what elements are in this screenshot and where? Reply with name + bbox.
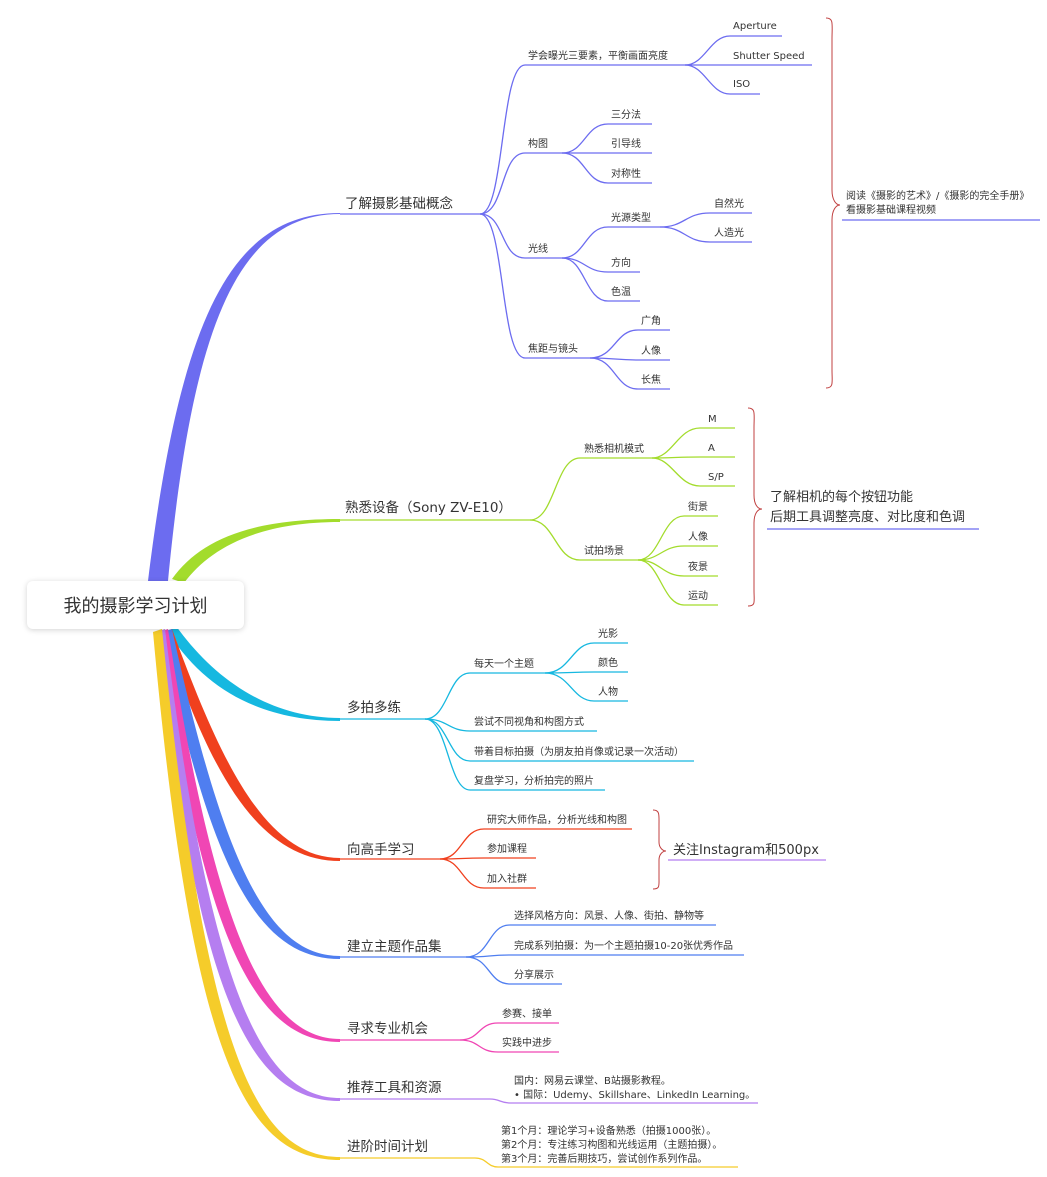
labels-tools: 推荐工具和资源 国内：网易云课堂、B站摄影教程。 • 国际：Udemy、Skil…	[347, 1074, 755, 1101]
node-timeline: 进阶时间计划	[347, 1139, 428, 1155]
node-leading-lines: 引导线	[611, 137, 641, 150]
node-exposure: 学会曝光三要素，平衡画面亮度	[528, 49, 668, 62]
node-light: 光线	[528, 242, 548, 255]
branch-curve-practice	[168, 626, 340, 721]
note-masters: 关注Instagram和500px	[673, 843, 819, 858]
branch-curve-portfolio	[162, 629, 340, 959]
branch-curve-timeline	[153, 629, 340, 1160]
node-theme-people: 人物	[598, 685, 618, 698]
branch-gear	[340, 427, 735, 606]
node-iso: ISO	[733, 79, 750, 90]
node-portfolio: 建立主题作品集	[347, 939, 442, 955]
node-practice: 多拍多练	[347, 699, 401, 716]
node-month-1: 第1个月：理论学习+设备熟悉（拍摄1000张）。	[501, 1124, 716, 1137]
node-direction: 方向	[611, 256, 631, 269]
node-month-2: 第2个月：专注练习构图和光线运用（主题拍摄）。	[501, 1138, 722, 1151]
node-portrait-lens: 人像	[641, 345, 661, 357]
node-study-masters: 研究大师作品，分析光线和构图	[487, 813, 627, 826]
node-theme-light: 光影	[598, 627, 618, 640]
branch-curve-gear	[172, 519, 340, 583]
node-color-temp: 色温	[611, 285, 631, 298]
node-choose-style: 选择风格方向：风景、人像、街拍、静物等	[514, 909, 704, 922]
note-gear-line1: 了解相机的每个按钮功能	[770, 489, 913, 505]
labels-timeline: 进阶时间计划 第1个月：理论学习+设备熟悉（拍摄1000张）。 第2个月：专注练…	[347, 1124, 722, 1165]
note-basics-line1: 阅读《摄影的艺术》/《摄影的完全手册》	[846, 189, 1029, 202]
node-month-3: 第3个月：完善后期技巧，尝试创作系列作品。	[501, 1152, 707, 1165]
labels-masters: 向高手学习 研究大师作品，分析光线和构图 参加课程 加入社群 关注Instagr…	[347, 813, 819, 885]
branch-curve-masters	[164, 629, 340, 861]
branch-practice	[340, 642, 694, 791]
node-pro: 寻求专业机会	[347, 1021, 428, 1037]
node-gear: 熟悉设备（Sony ZV-E10）	[345, 499, 512, 516]
node-scene-street: 街景	[688, 500, 708, 513]
node-shutter-speed: Shutter Speed	[733, 51, 805, 62]
node-composition: 构图	[528, 137, 548, 150]
node-tools: 推荐工具和资源	[347, 1080, 442, 1096]
note-gear-line2: 后期工具调整亮度、对比度和色调	[770, 509, 965, 525]
node-telephoto: 长焦	[641, 373, 661, 386]
node-test-scenes: 试拍场景	[584, 544, 624, 557]
node-aperture: Aperture	[733, 21, 777, 32]
node-mode-a: A	[708, 443, 715, 454]
root-node-label: 我的摄影学习计划	[63, 596, 208, 617]
main-branches	[148, 213, 340, 1160]
note-basics-line2: 看摄影基础课程视频	[846, 203, 936, 216]
branch-masters	[340, 828, 632, 889]
node-angles: 尝试不同视角和构图方式	[474, 715, 584, 728]
node-daily-theme: 每天一个主题	[474, 657, 534, 670]
node-light-source: 光源类型	[611, 211, 651, 224]
branch-pro	[340, 1022, 559, 1053]
branch-portfolio	[340, 924, 744, 985]
node-series-shooting: 完成系列拍摄：为一个主题拍摄10-20张优秀作品	[514, 939, 733, 952]
node-artificial-light: 人造光	[714, 226, 744, 239]
node-contests: 参赛、接单	[502, 1007, 552, 1020]
node-goal-shooting: 带着目标拍摄（为朋友拍肖像或记录一次活动）	[474, 745, 684, 758]
node-review: 复盘学习，分析拍完的照片	[474, 774, 594, 787]
node-mode-m: M	[708, 414, 717, 425]
node-masters: 向高手学习	[347, 841, 415, 858]
node-scene-portrait: 人像	[688, 531, 708, 543]
bracket-gear	[747, 407, 763, 607]
bracket-masters	[652, 809, 667, 890]
branch-timeline	[340, 1157, 738, 1168]
node-wide-angle: 广角	[641, 315, 661, 327]
node-tools-domestic: 国内：网易云课堂、B站摄影教程。	[514, 1074, 671, 1087]
labels-basics: 了解摄影基础概念 学会曝光三要素，平衡画面亮度 Aperture Shutter…	[345, 21, 1029, 386]
node-camera-modes: 熟悉相机模式	[584, 442, 644, 455]
labels-practice: 多拍多练 每天一个主题 光影 颜色 人物 尝试不同视角和构图方式 带着目标拍摄（…	[347, 627, 684, 787]
node-tools-international: • 国际：Udemy、Skillshare、LinkedIn Learning。	[514, 1089, 755, 1101]
node-scene-sports: 运动	[688, 590, 708, 602]
node-courses: 参加课程	[487, 842, 527, 855]
labels-portfolio: 建立主题作品集 选择风格方向：风景、人像、街拍、静物等 完成系列拍摄：为一个主题…	[347, 909, 733, 981]
node-share: 分享展示	[514, 968, 554, 981]
node-mode-sp: S/P	[708, 472, 724, 483]
branch-tools	[340, 1098, 758, 1104]
branch-basics	[340, 35, 1040, 390]
node-basics: 了解摄影基础概念	[345, 195, 453, 212]
bracket-basics	[825, 17, 841, 389]
root-node[interactable]: 我的摄影学习计划	[27, 581, 244, 629]
node-rule-of-thirds: 三分法	[611, 108, 641, 121]
labels-pro: 寻求专业机会 参赛、接单 实践中进步	[347, 1007, 552, 1049]
node-lens: 焦距与镜头	[528, 342, 578, 355]
branch-curve-tools	[157, 629, 340, 1101]
node-community: 加入社群	[487, 872, 527, 885]
node-symmetry: 对称性	[611, 167, 641, 180]
node-scene-night: 夜景	[688, 560, 708, 573]
node-natural-light: 自然光	[714, 197, 744, 210]
labels-gear: 熟悉设备（Sony ZV-E10） 熟悉相机模式 M A S/P 试拍场景 街景…	[345, 414, 965, 602]
node-theme-color: 颜色	[598, 656, 618, 669]
node-practice-progress: 实践中进步	[502, 1036, 552, 1049]
branch-curve-basics	[148, 213, 340, 581]
